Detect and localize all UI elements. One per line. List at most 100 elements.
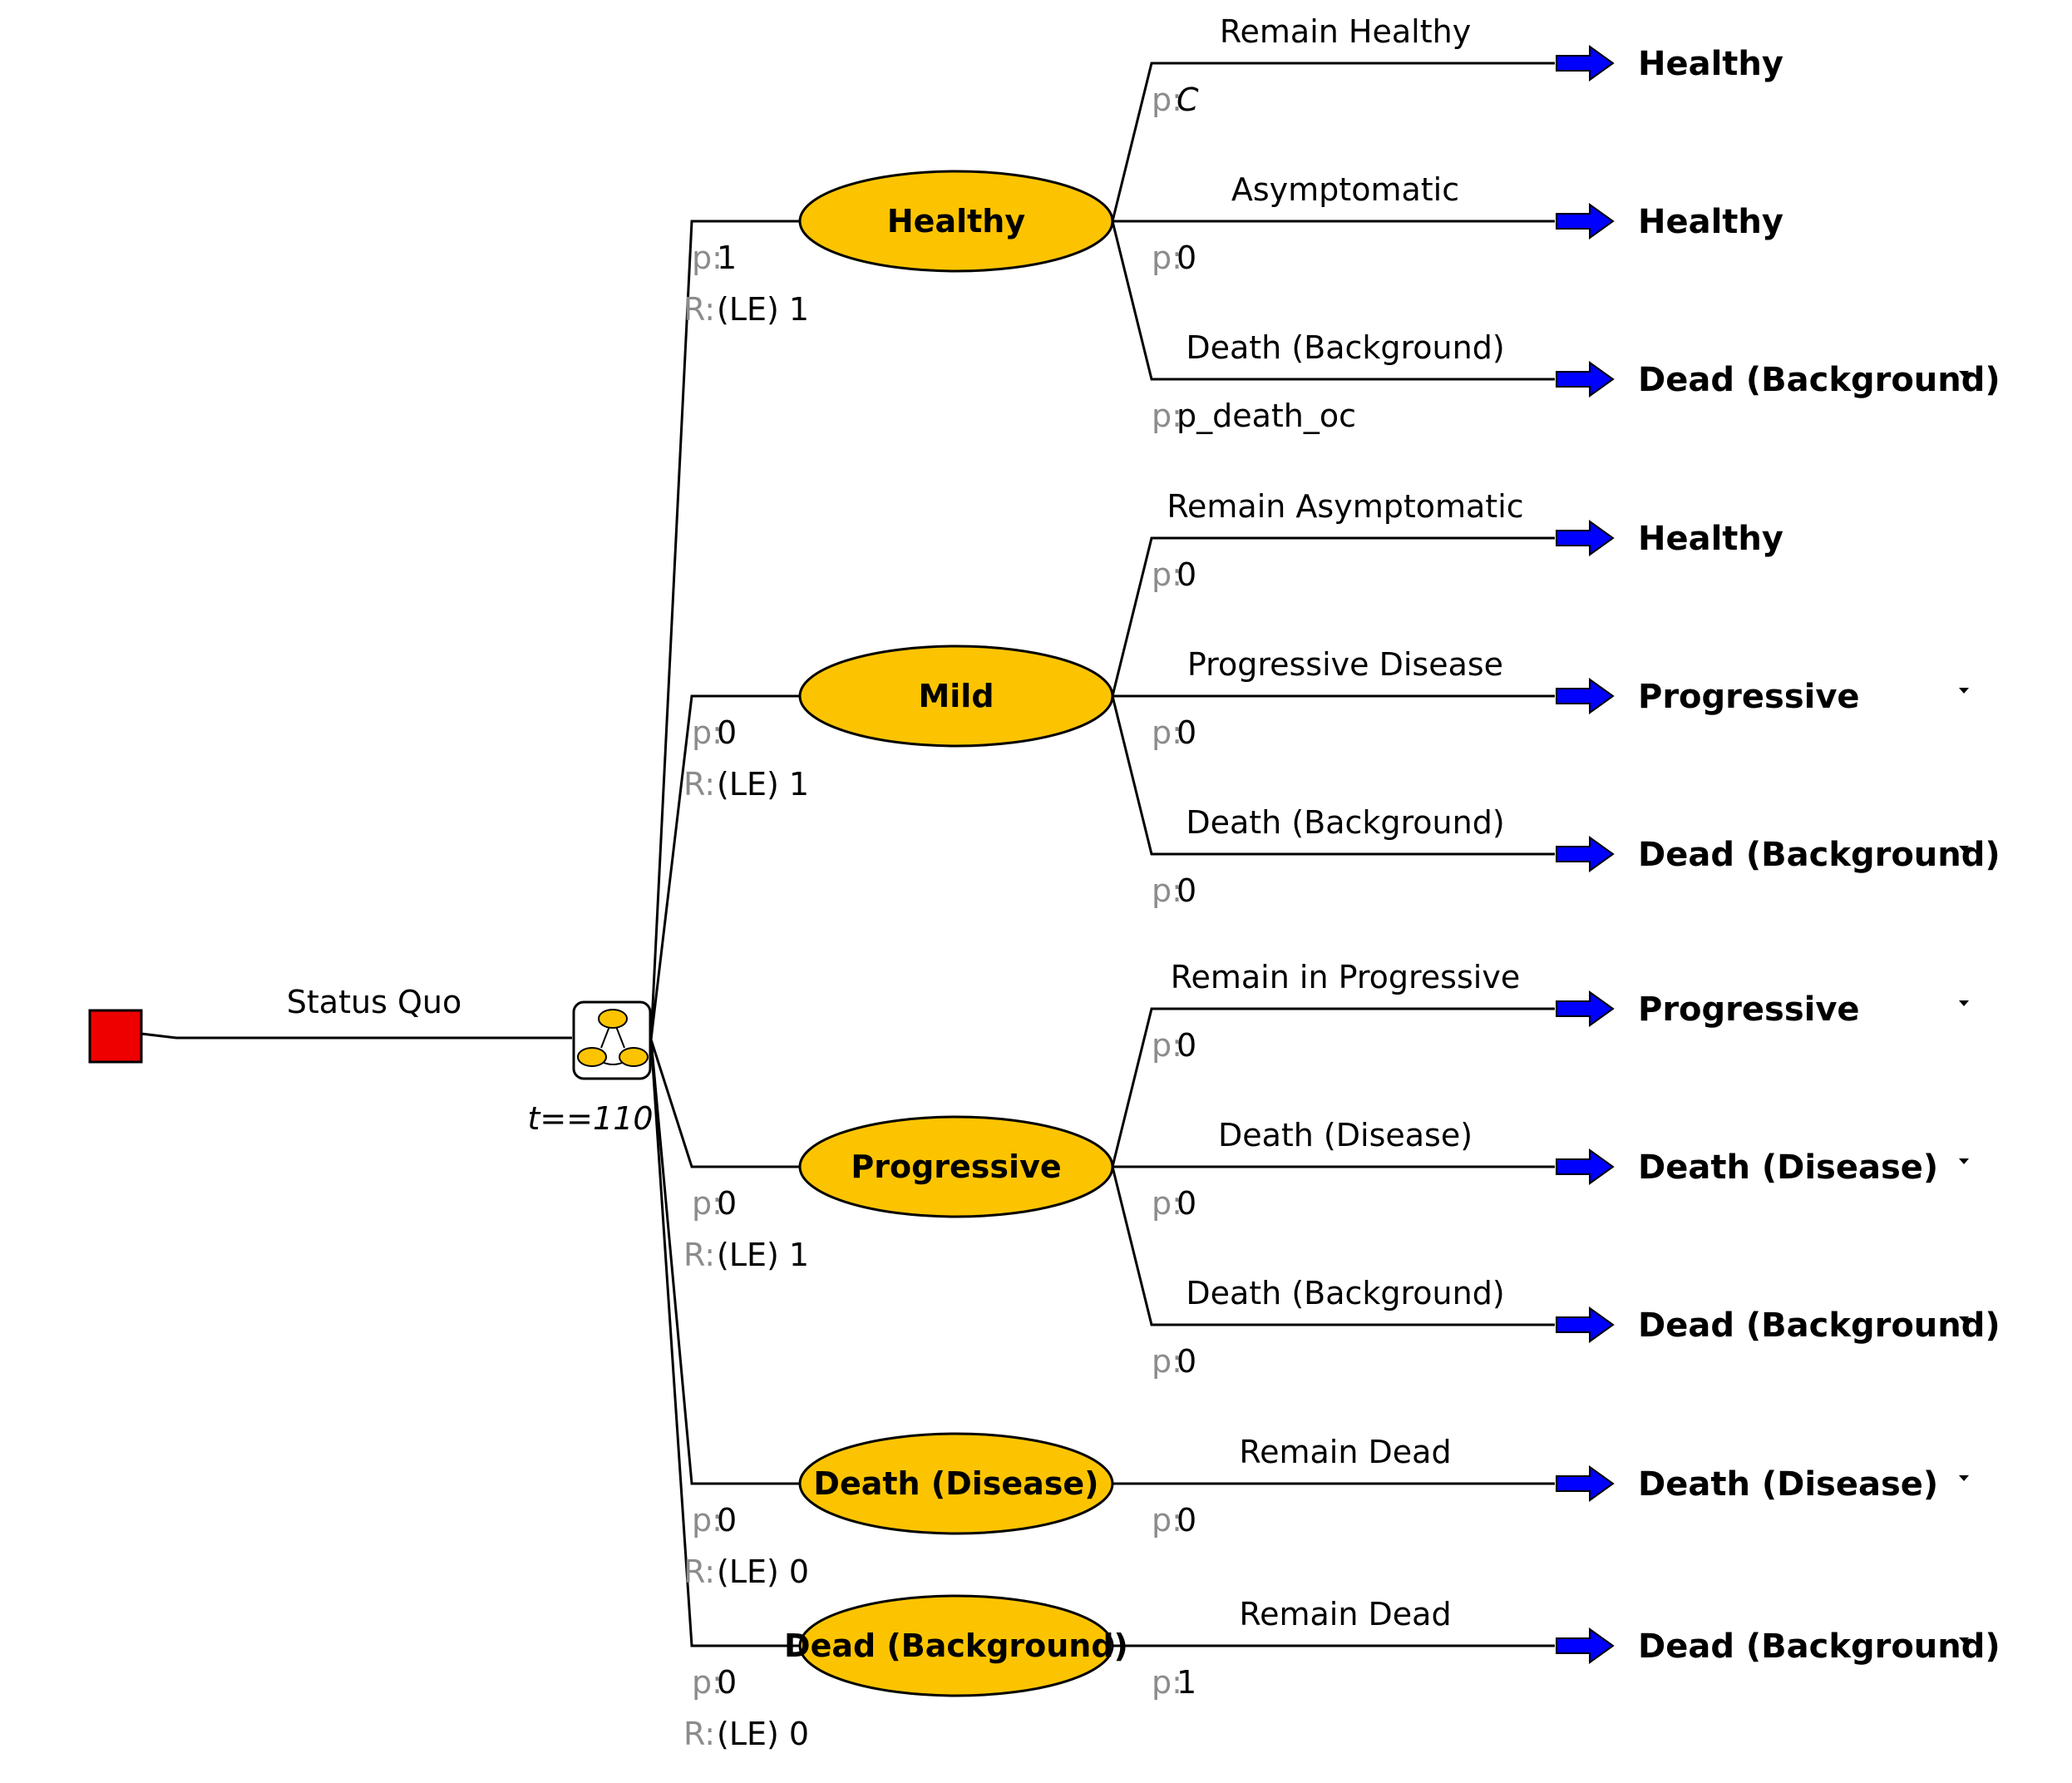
state-name: Dead (Background) [784, 1627, 1128, 1664]
transition-label: Remain Dead [1239, 1596, 1451, 1632]
state-prob-tag: p: [692, 1185, 723, 1222]
terminal-state-label: Healthy [1638, 520, 1783, 558]
blue-arrow-icon[interactable] [1556, 990, 1615, 1027]
blue-arrow-icon[interactable] [1556, 1627, 1615, 1664]
transition-prob: 0 [1177, 1343, 1196, 1380]
transition-prob-tag: p: [1152, 81, 1182, 118]
blue-arrow-icon[interactable] [1556, 678, 1615, 714]
decision-node-icon[interactable] [88, 1009, 143, 1064]
terminal-state-label: Healthy [1638, 45, 1783, 83]
transition-edge [1111, 1166, 1555, 1326]
state-reward-tag: R: [683, 1716, 715, 1752]
blue-arrow-icon[interactable] [1556, 1465, 1615, 1502]
state-edge [649, 1039, 800, 1168]
terminal-state-label: Death (Disease) [1638, 1148, 1938, 1187]
transition-prob-tag: p: [1152, 1664, 1182, 1701]
terminal-state-label: Progressive [1638, 678, 1860, 716]
small-triangle-icon [1959, 1475, 1969, 1481]
terminal-state-label: Death (Disease) [1638, 1465, 1938, 1504]
terminal-state-label: Dead (Background) [1638, 836, 2000, 874]
state-prob-tag: p: [692, 1502, 723, 1539]
transition-prob: p_death_oc [1177, 398, 1356, 434]
terminal-state-label: Healthy [1638, 203, 1783, 241]
transition-prob-tag: p: [1152, 1185, 1182, 1222]
state-name: Mild [918, 678, 994, 714]
state-edge [649, 1039, 800, 1485]
blue-arrow-icon[interactable] [1556, 1306, 1615, 1343]
state-reward-tag: R: [683, 291, 715, 328]
state-reward-tag: R: [683, 766, 715, 803]
state-name: Progressive [851, 1148, 1061, 1185]
transition-label: Death (Background) [1186, 804, 1504, 841]
transition-prob-tag: p: [1152, 398, 1182, 434]
small-triangle-icon [1959, 1158, 1969, 1164]
markov-state: Dead (Background)p:0R:(LE) 0 [683, 1594, 1128, 1752]
terminal-state-label: Dead (Background) [1638, 1627, 2000, 1666]
transition-label: Progressive Disease [1187, 646, 1503, 683]
blue-arrow-icon[interactable] [1556, 203, 1615, 240]
state-prob-tag: p: [692, 714, 723, 751]
blue-arrow-icon[interactable] [1556, 361, 1615, 398]
state-prob: 0 [717, 1185, 737, 1222]
blue-arrow-icon[interactable] [1556, 45, 1615, 81]
transition: Death (Disease) p:0 Death (Disease) [1112, 1117, 1969, 1222]
transition-label: Remain Dead [1239, 1434, 1451, 1470]
state-reward: (LE) 0 [717, 1716, 809, 1752]
transition-prob-tag: p: [1152, 714, 1182, 751]
small-triangle-icon [1959, 1316, 1969, 1322]
terminal-state-label: Progressive [1638, 990, 1860, 1029]
state-prob: 0 [717, 1502, 737, 1539]
markov-time-label: t==110 [527, 1100, 653, 1137]
small-triangle-icon [1959, 846, 1969, 852]
transition-edge [1111, 62, 1555, 222]
small-triangle-icon [1959, 371, 1969, 377]
blue-arrow-icon[interactable] [1556, 1148, 1615, 1185]
transition-branches: Remain Healthyp:CHealthyAsymptomaticp:0H… [1111, 13, 2000, 1701]
transition-prob-tag: p: [1152, 1343, 1182, 1380]
transition-prob: 0 [1177, 1185, 1196, 1222]
transition-prob: 0 [1177, 1502, 1196, 1539]
state-reward-tag: R: [683, 1553, 715, 1590]
state-reward: (LE) 0 [717, 1553, 809, 1590]
strategy-edge [141, 1032, 572, 1040]
tree-edges [141, 220, 800, 1647]
state-reward-tag: R: [683, 1237, 715, 1273]
transition-label: Death (Background) [1186, 1275, 1504, 1311]
terminal-state-label: Dead (Background) [1638, 361, 2000, 399]
state-prob-tag: p: [692, 1664, 723, 1701]
state-prob-tag: p: [692, 240, 723, 276]
transition-prob-tag: p: [1152, 1502, 1182, 1539]
state-edge [649, 694, 800, 1040]
transition-label: Remain Healthy [1220, 13, 1471, 50]
transition-edge [1111, 1007, 1555, 1168]
blue-arrow-icon[interactable] [1556, 520, 1615, 556]
state-edge [649, 1039, 800, 1647]
state-prob: 0 [717, 714, 737, 751]
transition-edge [1111, 220, 1555, 381]
markov-node-icon[interactable] [572, 1000, 652, 1080]
state-edge [649, 220, 800, 1040]
state-name: Death (Disease) [813, 1465, 1098, 1502]
state-prob: 1 [717, 240, 737, 276]
transition-prob-tag: p: [1152, 872, 1182, 909]
blue-arrow-icon[interactable] [1556, 836, 1615, 872]
transition-prob-tag: p: [1152, 556, 1182, 593]
transition-edge [1111, 695, 1555, 856]
transition-label: Death (Disease) [1218, 1117, 1473, 1153]
state-name: Healthy [887, 203, 1025, 240]
transition-prob: 0 [1177, 872, 1196, 909]
small-triangle-icon [1959, 1637, 1969, 1643]
transition-prob: 0 [1177, 240, 1196, 276]
